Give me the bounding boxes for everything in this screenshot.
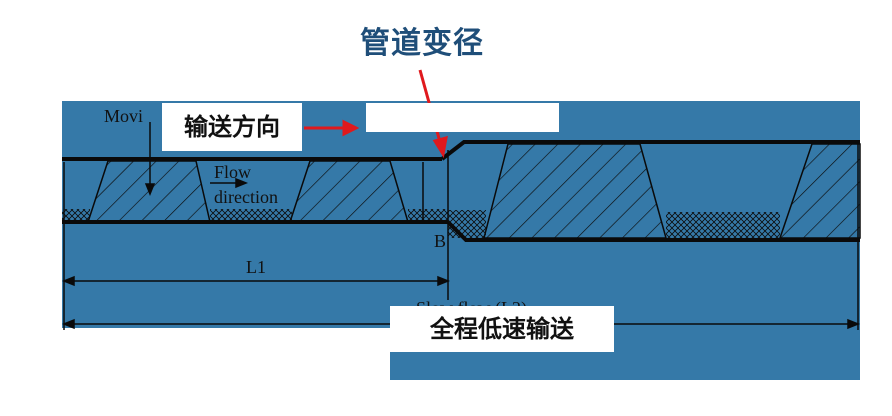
- blank-label-box: [366, 103, 559, 132]
- reference-lines: [63, 142, 859, 330]
- direction-label-en: direction: [214, 187, 278, 207]
- page-title: 管道变径: [360, 26, 484, 61]
- plug-right-2: [778, 143, 861, 239]
- moving-pointer: [144, 122, 156, 197]
- bed-left-2: [210, 209, 292, 220]
- flow-label-en: Flow: [214, 162, 251, 182]
- bed-left-3: [408, 209, 448, 220]
- bed-right-1: [448, 210, 486, 238]
- lower-left-mask: [62, 328, 390, 380]
- plug-right-1: [483, 143, 667, 239]
- plug-left-2: [288, 160, 410, 223]
- moving-label: Movi: [104, 106, 143, 126]
- whole-process-label: 全程低速输送: [390, 306, 614, 352]
- flow-arrow: [210, 177, 249, 189]
- bed-right-2: [666, 212, 780, 238]
- flow-direction-label: 输送方向: [162, 103, 302, 151]
- point-b-label: B: [434, 231, 446, 251]
- bed-left-1: [62, 209, 90, 220]
- red-arrow-to-flow: [304, 119, 360, 137]
- l1-label: L1: [246, 257, 266, 277]
- l1-dimension: [61, 275, 451, 287]
